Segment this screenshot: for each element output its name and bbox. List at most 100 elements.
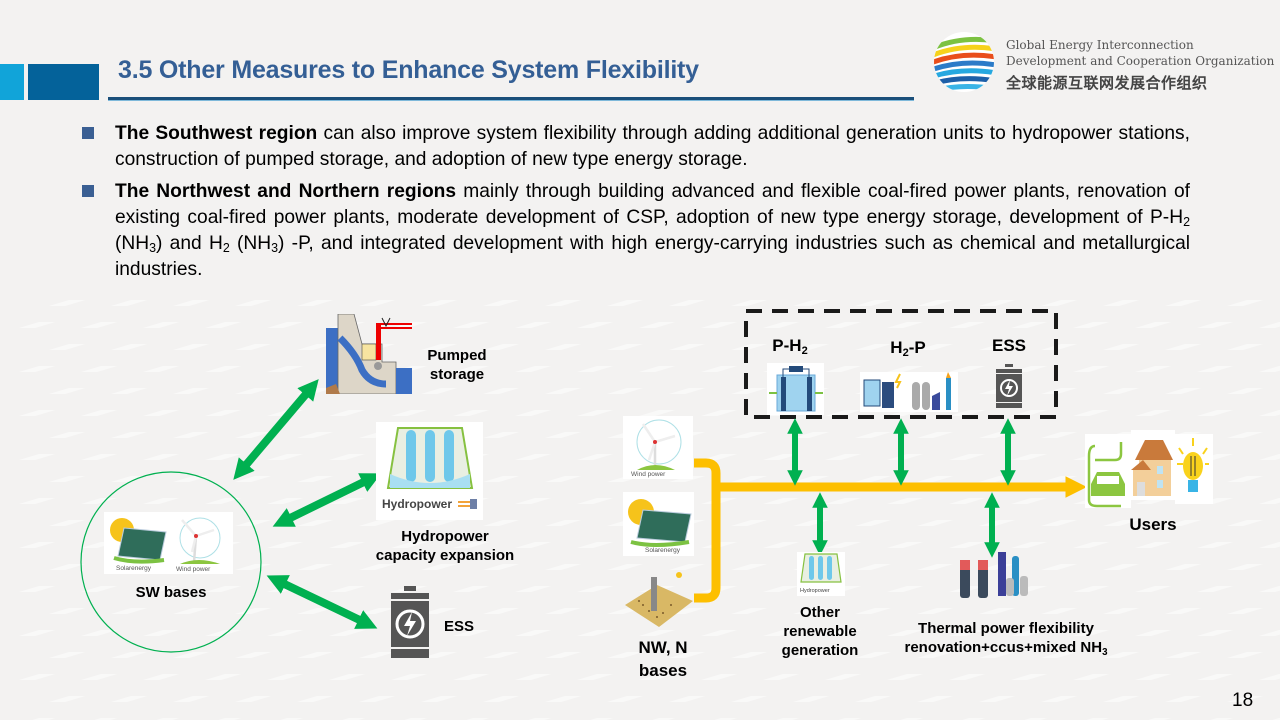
background-streak <box>1011 630 1048 636</box>
label-line: capacity expansion <box>375 547 515 564</box>
background-streak <box>1041 432 1078 438</box>
background-streak <box>577 498 614 504</box>
background-streak <box>267 586 304 592</box>
subscript: 2 <box>1183 215 1190 229</box>
background-streak <box>669 608 706 614</box>
background-streak <box>235 300 272 306</box>
background-streak <box>391 674 428 680</box>
label-line: storage <box>429 366 485 383</box>
background-streak <box>173 476 210 482</box>
background-streak <box>1135 366 1172 372</box>
background-streak <box>1041 652 1078 658</box>
background-streak <box>173 696 210 702</box>
background-streak <box>917 564 954 570</box>
background-streak <box>329 454 366 460</box>
background-streak <box>267 322 304 328</box>
background-streak <box>545 300 582 306</box>
background-streak <box>949 542 986 548</box>
text-fragment: (NH <box>115 233 150 254</box>
background-streak <box>1103 520 1140 526</box>
background-streak <box>701 542 738 548</box>
org-name-chinese: 全球能源互联网发展合作组织 <box>1006 75 1208 92</box>
background-streak <box>731 696 768 702</box>
battery-icon <box>391 586 429 658</box>
background-streak <box>669 696 706 702</box>
background-streak <box>359 300 396 306</box>
background-streak <box>111 344 148 350</box>
background-streak <box>19 674 56 680</box>
background-streak <box>329 542 366 548</box>
background-streak <box>1103 300 1140 306</box>
background-streak <box>483 696 520 702</box>
background-streak <box>825 410 862 416</box>
background-streak <box>49 432 86 438</box>
background-streak <box>701 366 738 372</box>
title-divider <box>108 97 914 100</box>
bullet-southwest: The Southwest region can also improve sy… <box>82 121 1190 173</box>
background-streak <box>453 586 490 592</box>
background-streak <box>1103 344 1140 350</box>
background-streak <box>1041 300 1078 306</box>
background-streak <box>545 344 582 350</box>
background-streak <box>267 674 304 680</box>
background-streak <box>1135 586 1172 592</box>
background-streak <box>917 696 954 702</box>
background-streak <box>111 652 148 658</box>
label-tail: -P <box>908 338 926 357</box>
background-streak <box>1259 454 1280 460</box>
label-main: H <box>890 338 903 357</box>
background-streak <box>793 608 830 614</box>
background-streak <box>701 322 738 328</box>
background-streak <box>267 542 304 548</box>
light-bulb-icon <box>1175 434 1213 504</box>
background-streak <box>1103 608 1140 614</box>
background-streak <box>763 674 800 680</box>
background-streak <box>421 652 458 658</box>
header-accent-light <box>0 64 24 100</box>
text-fragment: mainly through building advanced and fle… <box>115 181 1190 228</box>
hydropower-expansion-label: Hydropower capacity expansion <box>360 527 530 565</box>
background-streak <box>887 454 924 460</box>
background-streak <box>855 300 892 306</box>
background-streak <box>855 696 892 702</box>
subscript: 3 <box>1102 647 1108 658</box>
background-streak <box>607 696 644 702</box>
background-streak <box>359 564 396 570</box>
background-streak <box>825 630 862 636</box>
other-renewable-label: Other renewable generation <box>770 603 870 660</box>
background-streak <box>235 432 272 438</box>
background-streak <box>1165 652 1202 658</box>
background-streak <box>329 674 366 680</box>
background-streak <box>607 344 644 350</box>
background-streak <box>297 476 334 482</box>
background-streak <box>731 300 768 306</box>
background-streak <box>979 300 1016 306</box>
background-streak <box>205 454 242 460</box>
background-streak <box>949 498 986 504</box>
background-streak <box>1227 564 1264 570</box>
background-streak <box>483 300 520 306</box>
nw-n-bases-label: NW, N bases <box>620 636 706 682</box>
org-name-line1: Global Energy Interconnection <box>1006 38 1194 52</box>
background-streak <box>917 432 954 438</box>
background-streak <box>1227 476 1264 482</box>
background-streak <box>205 322 242 328</box>
background-streak <box>639 630 676 636</box>
background-streak <box>1197 410 1234 416</box>
background-streak <box>235 344 272 350</box>
battery-icon <box>996 364 1022 408</box>
background-streak <box>515 322 552 328</box>
background-streak <box>793 300 830 306</box>
background-streak <box>763 454 800 460</box>
background-streak <box>825 498 862 504</box>
background-streak <box>1011 498 1048 504</box>
wind-turbine-icon: Wind power <box>623 416 693 479</box>
background-streak <box>297 300 334 306</box>
background-streak <box>979 564 1016 570</box>
background-streak <box>1165 520 1202 526</box>
background-streak <box>483 344 520 350</box>
background-streak <box>49 564 86 570</box>
background-streak <box>205 366 242 372</box>
background-streak <box>267 410 304 416</box>
background-streak <box>545 432 582 438</box>
